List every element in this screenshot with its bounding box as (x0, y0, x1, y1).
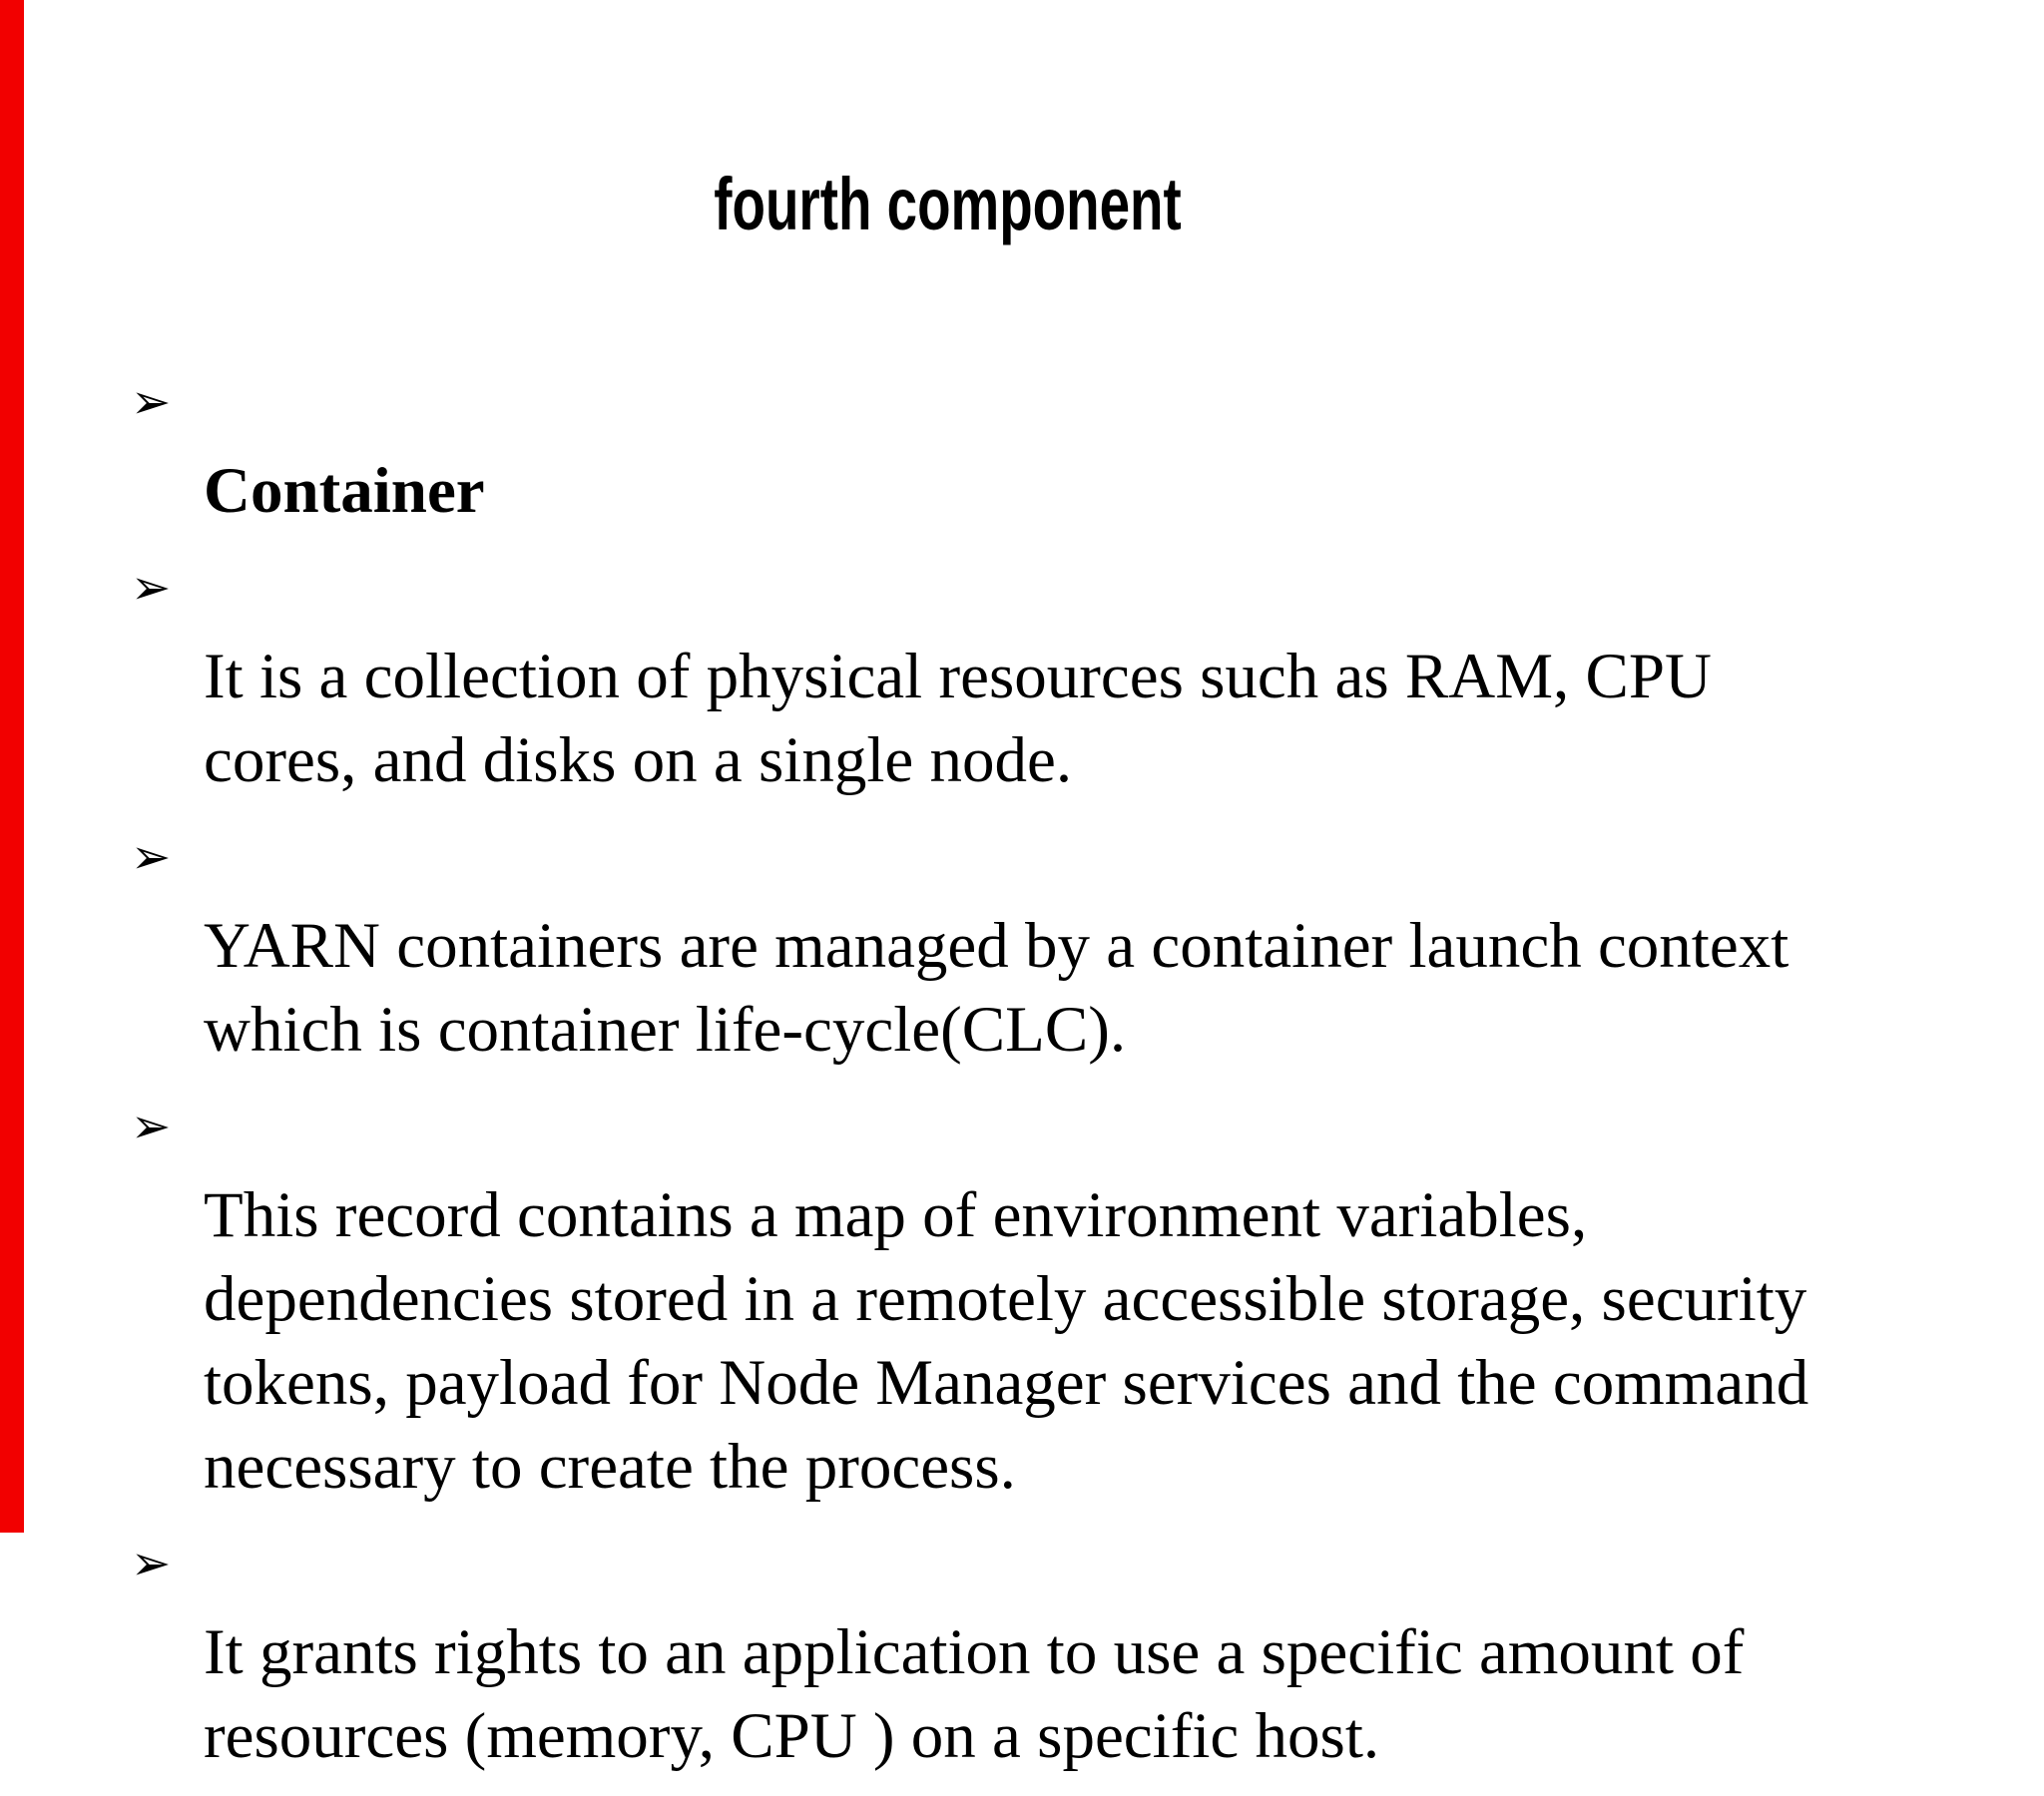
bullet-item-container: ➢ Container (131, 365, 1957, 533)
arrow-bullet-icon: ➢ (131, 829, 172, 885)
bullet-text: This record contains a map of environmen… (204, 1179, 1809, 1503)
bullet-text: YARN containers are managed by a contain… (204, 910, 1789, 1066)
bullet-item-collection: ➢ It is a collection of physical resource… (131, 551, 1957, 802)
bullet-item-yarn-containers: ➢ YARN containers are managed by a contai… (131, 820, 1957, 1072)
bullet-text: It grants rights to an application to us… (204, 1616, 1745, 1772)
arrow-bullet-icon: ➢ (131, 1099, 172, 1154)
slide-body: ➢ Container ➢ It is a collection of physic… (131, 365, 1957, 1796)
bullet-text: It is a collection of physical resources… (204, 641, 1712, 796)
left-accent-bar (0, 0, 24, 1533)
bullet-item-grants-rights: ➢ It grants rights to an application to u… (131, 1527, 1957, 1778)
arrow-bullet-icon: ➢ (131, 560, 172, 616)
bullet-item-record: ➢ This record contains a map of environme… (131, 1090, 1957, 1509)
slide-title-text: fourth component (714, 163, 1183, 245)
bullet-text: Container (204, 455, 485, 527)
slide-title: fourth component (0, 160, 2044, 249)
arrow-bullet-icon: ➢ (131, 1536, 172, 1591)
arrow-bullet-icon: ➢ (131, 374, 172, 430)
